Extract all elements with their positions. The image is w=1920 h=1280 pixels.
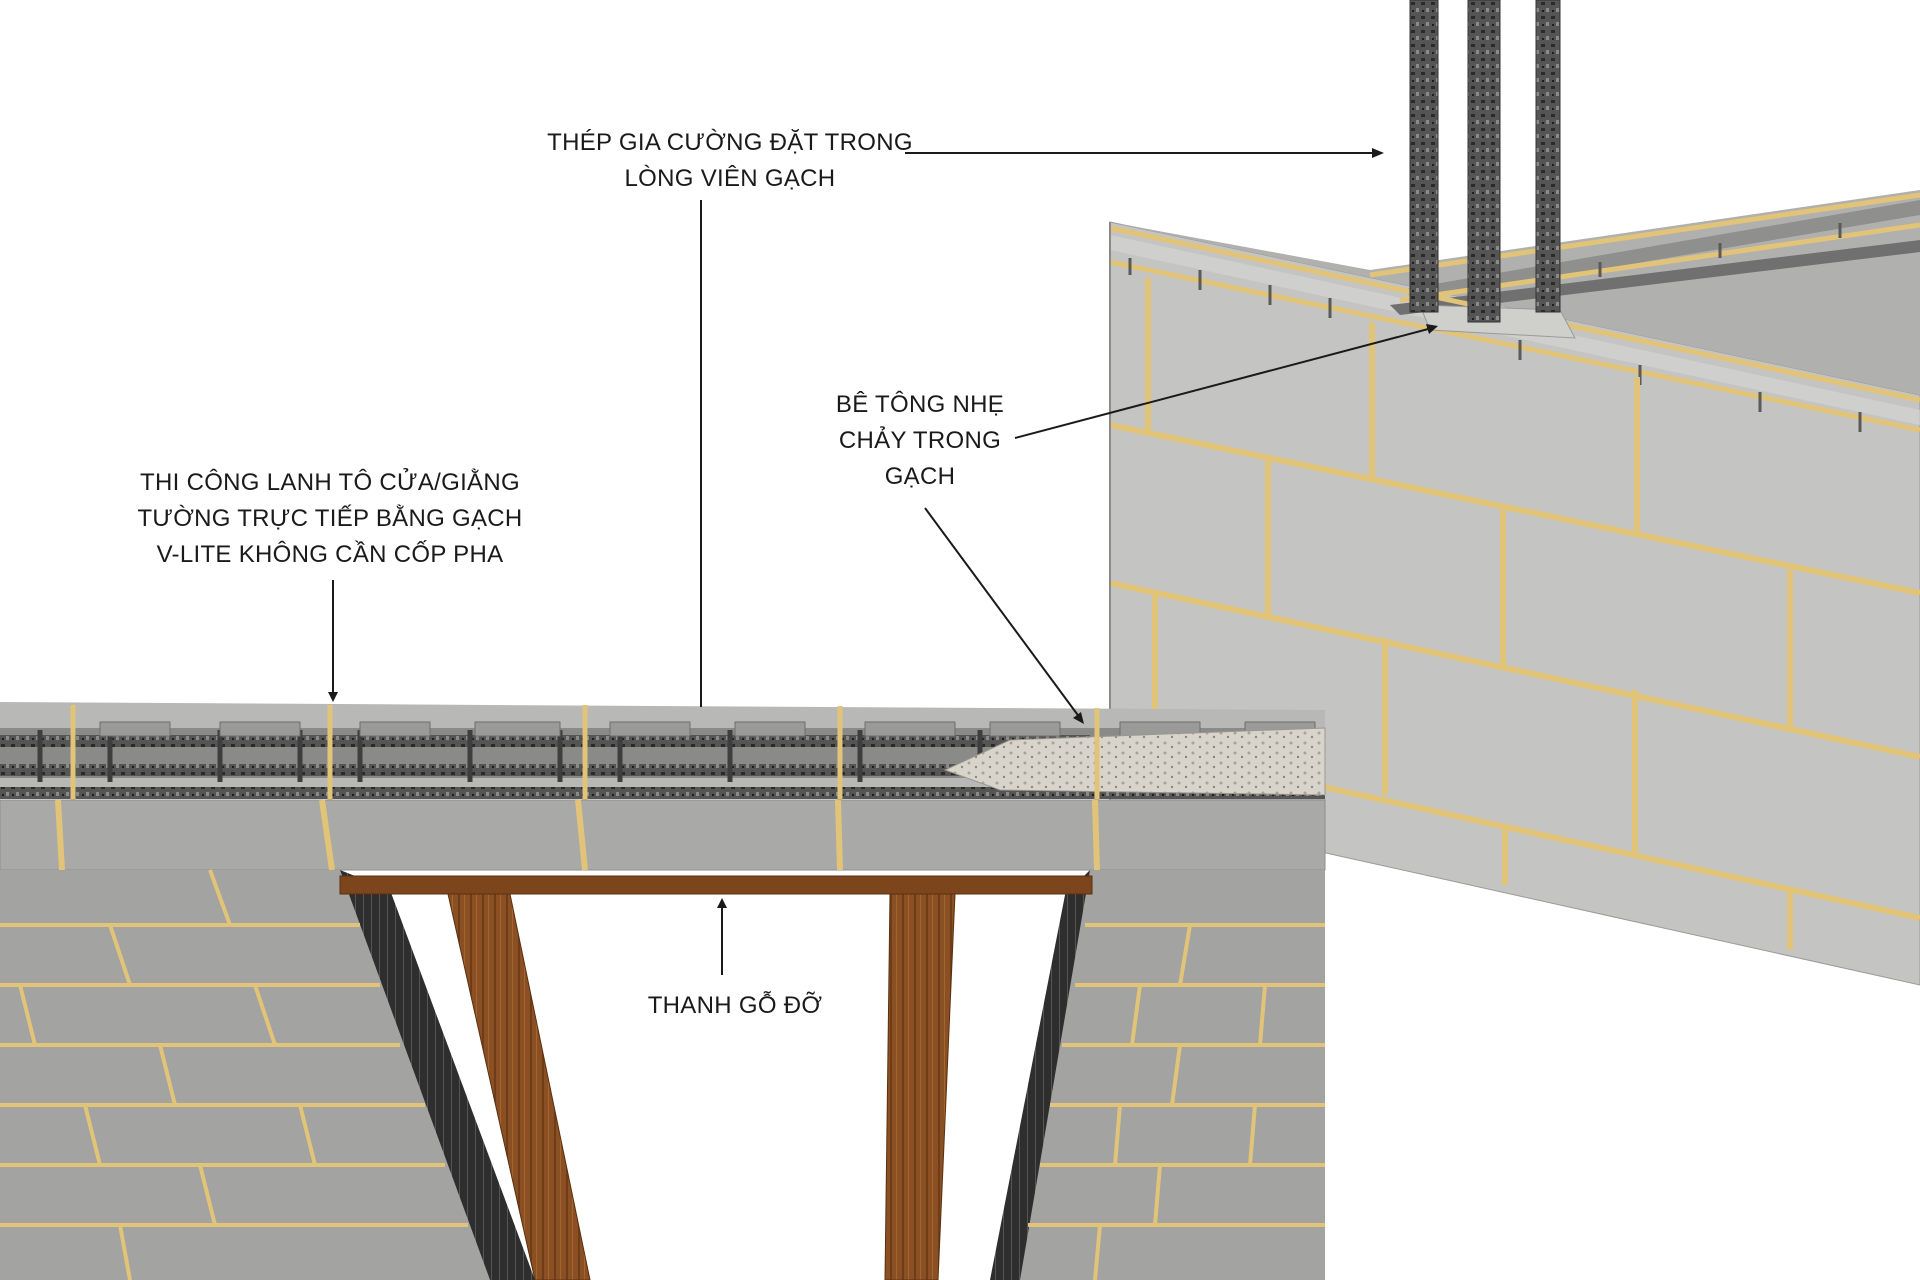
lightweight-concrete-flow: [943, 727, 1326, 796]
reinforcing-steel-bars: [1409, 0, 1561, 323]
left-wall-body: [0, 870, 490, 1280]
label-line: THÉP GIA CƯỜNG ĐẶT TRONG: [547, 129, 913, 156]
label-line: GẠCH: [884, 463, 956, 490]
lintel-rebar-lower: [0, 764, 1090, 776]
wooden-support-post-right: [884, 893, 956, 1280]
lintel-rebar-upper: [0, 735, 1090, 747]
label-line: THI CÔNG LANH TÔ CỬA/GIẰNG: [140, 469, 520, 496]
lintel-wall: [0, 702, 1326, 1280]
label-line: CHẢY TRONG: [838, 427, 1002, 454]
wooden-support-beam: [339, 875, 1093, 895]
label-reinforcing-steel: THÉP GIA CƯỜNG ĐẶT TRONG LÒNG VIÊN GẠCH: [500, 125, 960, 197]
lintel-front-face: [0, 799, 1326, 871]
label-lightweight-concrete: BÊ TÔNG NHẸ CHẢY TRONG GẠCH: [800, 387, 1040, 495]
label-line: LÒNG VIÊN GẠCH: [624, 165, 836, 192]
label-line: BÊ TÔNG NHẸ: [835, 391, 1005, 418]
label-lintel-construction: THI CÔNG LANH TÔ CỬA/GIẰNG TƯỜNG TRỰC TI…: [95, 465, 565, 573]
leader-lines: [328, 148, 1438, 975]
label-line: V-LITE KHÔNG CẦN CỐP PHA: [156, 541, 504, 568]
label-wooden-support: THANH GỖ ĐỠ: [600, 988, 870, 1024]
wooden-support-post-left: [447, 893, 591, 1280]
label-line: TƯỜNG TRỰC TIẾP BẰNG GẠCH: [137, 505, 523, 532]
label-line: THANH GỖ ĐỠ: [647, 992, 823, 1019]
right-wall-body: [1000, 870, 1325, 1280]
